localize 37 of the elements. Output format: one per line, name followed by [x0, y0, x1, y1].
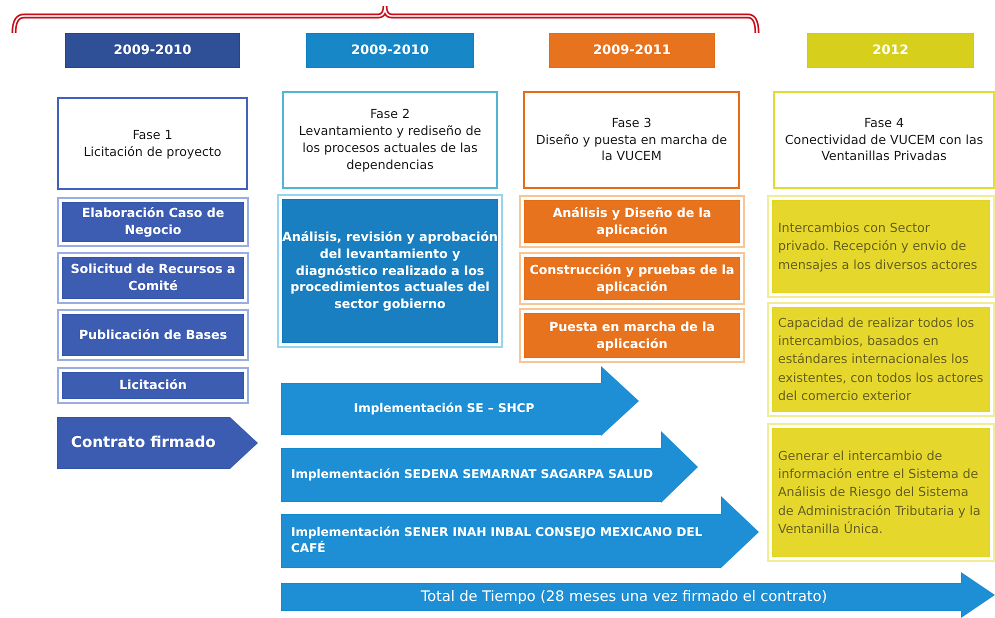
- task-box: Puesta en marcha de la aplicación: [519, 308, 745, 363]
- phase-title: Levantamiento y rediseño de los procesos actuales de las dependencias: [298, 123, 482, 174]
- chevron-shape: [57, 417, 258, 469]
- phase-title: Licitación de proyecto: [84, 144, 222, 160]
- year-bar: 2012: [807, 33, 974, 68]
- year-bar: 2009-2010: [306, 33, 474, 68]
- timeline-bar: [281, 366, 639, 436]
- phase-box: [57, 97, 248, 190]
- phase-number: Fase 3: [612, 114, 652, 132]
- phase-number: Fase 1: [132, 126, 172, 144]
- task-box: Publicación de Bases: [57, 309, 249, 361]
- timeline-bar: [281, 572, 995, 618]
- year-bar: 2009-2011: [549, 33, 715, 68]
- task-box: Generar el intercambio de información entre el Sistema de Análisis de Riesgo del Sistema de Administración Tributaria y la Ventanilla Única.: [767, 423, 995, 562]
- arrow-label: Implementación SEDENA SEMARNAT SAGARPA SALUD: [291, 466, 654, 484]
- task-box: Elaboración Caso de Negocio: [57, 197, 249, 247]
- arrow-label: Total de Tiempo (28 meses una vez firmado el contrato): [420, 588, 828, 607]
- task-box: Construcción y pruebas de la aplicación: [519, 252, 745, 305]
- chevron-label: Contrato firmado: [70, 433, 216, 453]
- phase-box: [282, 91, 498, 189]
- timeline-bar: [281, 431, 698, 503]
- phase-box: [773, 91, 995, 189]
- arrow-label: Implementación SENER INAH INBAL CONSEJO MEXICANO DEL CAFÉ: [291, 524, 704, 557]
- task-box: Licitación: [57, 367, 249, 404]
- arrow-label: Implementación SE – SHCP: [352, 400, 536, 418]
- task-box: Análisis, revisión y aprobación del levantamiento y diagnóstico realizado a los procedimientos actuales del sector gobierno: [277, 194, 503, 348]
- phase-number: Fase 2: [370, 106, 410, 124]
- task-box: Solicitud de Recursos a Comité: [57, 252, 249, 304]
- task-box: Intercambios con Sector privado. Recepción y envio de mensajes a los diversos actores: [767, 195, 995, 298]
- year-bar: 2009-2010: [65, 33, 240, 68]
- task-box: Análisis y Diseño de la aplicación: [519, 195, 745, 248]
- task-box: Capacidad de realizar todos los intercambios, basados en estándares internacionales los existentes, con todos los actores del comercio exterior: [767, 302, 995, 417]
- phase-box: [523, 91, 740, 189]
- phase-title: Diseño y puesta en marcha de la VUCEM: [534, 132, 728, 166]
- timeline-bar: [281, 496, 759, 568]
- phase-title: Conectividad de VUCEM con las Ventanillas Privadas: [784, 132, 984, 166]
- phase-number: Fase 4: [864, 114, 904, 132]
